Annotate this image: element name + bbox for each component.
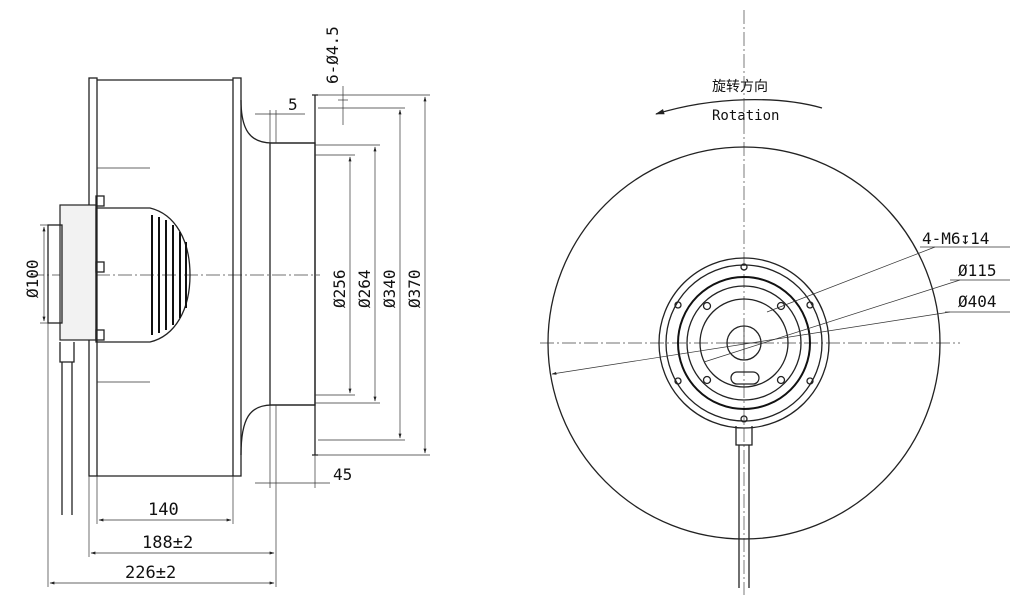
inlet-ring [269, 142, 316, 406]
side-view: Ø100 Ø256 Ø264 Ø340 Ø370 6-Ø4.5 5 45 [23, 26, 430, 587]
d404-label: Ø404 [958, 292, 997, 311]
d115-label: Ø115 [958, 261, 997, 280]
hub-ring-2 [665, 264, 823, 422]
motor-plate [47, 224, 63, 324]
d370-label: Ø370 [405, 269, 424, 308]
hub-label-slot [730, 371, 760, 385]
front-cable [738, 445, 750, 588]
cable-gland [59, 342, 75, 363]
hub-ring-5 [699, 298, 789, 388]
rotation-arrow [655, 99, 823, 115]
d256-label: Ø256 [330, 269, 349, 308]
motor-fins [151, 215, 187, 335]
d115-leader [703, 279, 961, 363]
inlet-curve-bottom [240, 404, 315, 456]
impeller-front-shroud [232, 77, 242, 477]
d404-leader [551, 311, 951, 375]
rotation-label-en: Rotation [712, 108, 779, 124]
flange-label: 5 [288, 95, 298, 114]
front-cable-gland [735, 426, 753, 446]
motor-body [95, 207, 191, 343]
mount-holes-leader [766, 246, 936, 313]
hub-outer [658, 257, 830, 429]
hub-ring-4 [686, 285, 802, 401]
flange-holes [674, 263, 814, 423]
bolt-top [95, 195, 105, 207]
mount-holes-label: 4-M6↧14 [922, 229, 989, 248]
holes-label: 6-Ø4.5 [323, 26, 342, 84]
d100-label: Ø100 [23, 259, 42, 298]
rotation-label-cn: 旋转方向 [712, 79, 768, 95]
mount-holes [702, 301, 786, 385]
impeller-outer-circle [547, 146, 941, 540]
d264-label: Ø264 [355, 269, 374, 308]
w226-label: 226±2 [125, 563, 176, 583]
inlet-curve-top [240, 99, 315, 144]
motor-flange [59, 204, 97, 341]
w188-label: 188±2 [142, 533, 193, 553]
bolt-mid [95, 261, 105, 273]
hub-ring-3 [677, 276, 811, 410]
cable [61, 362, 73, 515]
d340-label: Ø340 [380, 269, 399, 308]
front-view: 旋转方向 Rotation [540, 10, 1010, 595]
bolt-low [95, 329, 105, 341]
w140-label: 140 [148, 500, 179, 520]
d45-label: 45 [333, 465, 352, 484]
